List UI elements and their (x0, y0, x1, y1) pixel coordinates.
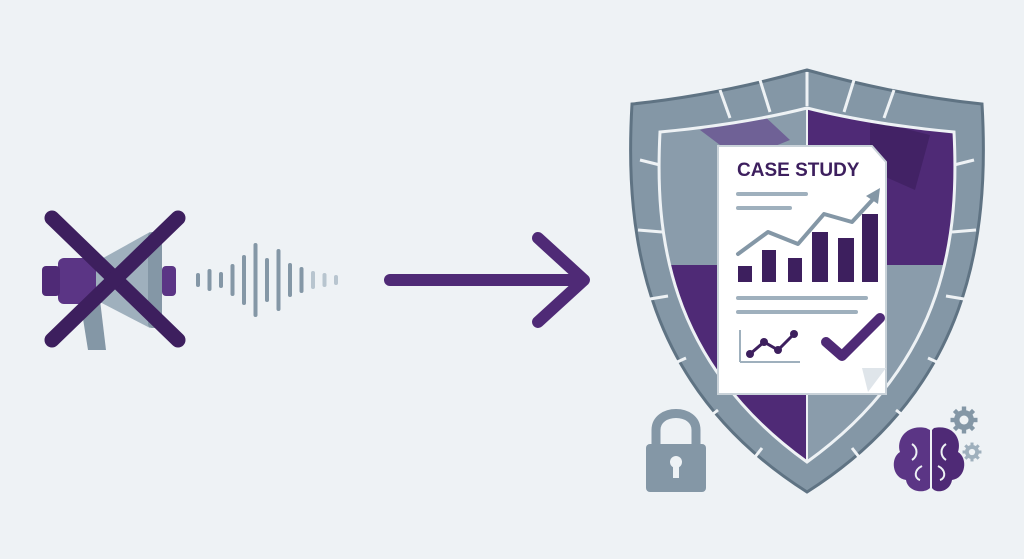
gear-icon (962, 442, 982, 462)
document-title: CASE STUDY (737, 160, 860, 181)
gear-icon (950, 406, 982, 462)
checkmark-icon (821, 313, 885, 361)
gear-icon (950, 406, 978, 434)
brain-icon (893, 427, 965, 492)
line-graph-icon (739, 330, 800, 363)
cross-out-icon (44, 210, 186, 348)
padlock-icon (646, 409, 706, 492)
sound-wave-icon (196, 243, 338, 317)
bar-chart-icon (738, 214, 878, 282)
arrow-right-icon (384, 232, 590, 328)
trend-line-icon (736, 188, 880, 256)
